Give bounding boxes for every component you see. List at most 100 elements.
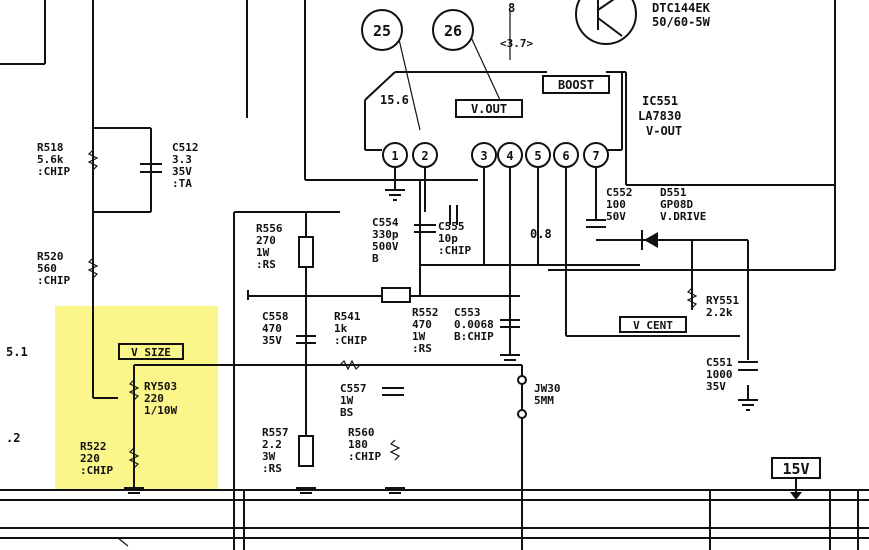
ic-tags: V.OUT BOOST 15.6 IC551 LA7830 V-OUT bbox=[380, 75, 682, 138]
r560-label-2: :CHIP bbox=[348, 450, 381, 463]
ic-part: LA7830 bbox=[638, 109, 681, 123]
r518-label-1: 5.6k bbox=[37, 153, 64, 166]
ic-pin-6-number: 6 bbox=[562, 149, 569, 163]
j030-label-0: JW30 bbox=[534, 382, 561, 395]
d551-label-2: V.DRIVE bbox=[660, 210, 706, 223]
r552-label-2: 1W bbox=[412, 330, 426, 343]
r520-label-1: 560 bbox=[37, 262, 57, 275]
ry551-label-1: 2.2k bbox=[706, 306, 733, 319]
r560-label-1: 180 bbox=[348, 438, 368, 451]
r520-label-2: :CHIP bbox=[37, 274, 70, 287]
c555-label-2: :CHIP bbox=[438, 244, 471, 257]
ic-pin-1-number: 1 bbox=[391, 149, 398, 163]
c551-label-1: 1000 bbox=[706, 368, 733, 381]
c554-label-3: B bbox=[372, 252, 379, 265]
ic-pin-1: 1 bbox=[382, 142, 408, 168]
c551-label-0: C551 bbox=[706, 356, 733, 369]
c553-label-0: C553 bbox=[454, 306, 481, 319]
c512-label-1: 3.3 bbox=[172, 153, 192, 166]
c555-label-1: 10p bbox=[438, 232, 458, 245]
top-notes: DTC144EK 50/60-5W 8 <3.7> bbox=[500, 1, 711, 50]
edge-label-1: 5.1 bbox=[6, 345, 28, 359]
top-frag-1: 8 bbox=[508, 1, 515, 15]
ic551-pins: 1 2 3 4 5 6 7 bbox=[382, 142, 609, 168]
ic-pin-4: 4 bbox=[497, 142, 523, 168]
r556-label-0: R556 bbox=[256, 222, 283, 235]
ry551-label-0: RY551 bbox=[706, 294, 739, 307]
r557-label-1: 2.2 bbox=[262, 438, 282, 451]
c552-label-0: C552 bbox=[606, 186, 633, 199]
ic-pin-3-number: 3 bbox=[480, 149, 487, 163]
c557-label-1: 1W bbox=[340, 394, 354, 407]
ic-voltage: 15.6 bbox=[380, 93, 409, 107]
edge-label-2: .2 bbox=[6, 431, 20, 445]
top-note-1: DTC144EK bbox=[652, 1, 711, 15]
callout-26: 26 bbox=[432, 9, 474, 51]
c553-label-1: 0.0068 bbox=[454, 318, 494, 331]
callout-25-text: 25 bbox=[373, 22, 391, 40]
c555-label-0: C555 bbox=[438, 220, 465, 233]
r556-label-1: 270 bbox=[256, 234, 276, 247]
ic-ref: IC551 bbox=[642, 94, 678, 108]
ic-pin-4-number: 4 bbox=[506, 149, 513, 163]
top-note-2: 50/60-5W bbox=[652, 15, 711, 29]
ic-pin-2-number: 2 bbox=[421, 149, 428, 163]
c512-label-0: C512 bbox=[172, 141, 199, 154]
r557-label-3: :RS bbox=[262, 462, 282, 475]
r520-label-0: R520 bbox=[37, 250, 64, 263]
r541-label-0: R541 bbox=[334, 310, 361, 323]
top-frag-2: <3.7> bbox=[500, 37, 533, 50]
ry503-label-1: 220 bbox=[144, 392, 164, 405]
j030-label-1: 5MM bbox=[534, 394, 554, 407]
signal-tags: V SIZE V CENT 15V 0.8 5.1 .2 bbox=[6, 227, 821, 479]
supply-tag: 15V bbox=[782, 460, 809, 478]
c558-label-2: 35V bbox=[262, 334, 282, 347]
c554-label-1: 330p bbox=[372, 228, 399, 241]
ic-pin-3: 3 bbox=[471, 142, 497, 168]
component-symbols bbox=[87, 149, 802, 500]
r557-label-2: 3W bbox=[262, 450, 276, 463]
c557-label-0: C557 bbox=[340, 382, 367, 395]
r552-label-0: R552 bbox=[412, 306, 439, 319]
c554-label-0: C554 bbox=[372, 216, 399, 229]
r522-label-2: :CHIP bbox=[80, 464, 113, 477]
c554-label-2: 500V bbox=[372, 240, 399, 253]
c558-label-1: 470 bbox=[262, 322, 282, 335]
r522-label-1: 220 bbox=[80, 452, 100, 465]
callout-26-text: 26 bbox=[444, 22, 462, 40]
ry503-label-2: 1/10W bbox=[144, 404, 177, 417]
c552-label-1: 100 bbox=[606, 198, 626, 211]
r518-label-2: :CHIP bbox=[37, 165, 70, 178]
r556-label-3: :RS bbox=[256, 258, 276, 271]
transistor-dtc144ek bbox=[575, 0, 637, 45]
c552-label-2: 50V bbox=[606, 210, 626, 223]
c551-label-2: 35V bbox=[706, 380, 726, 393]
ic-pin-5: 5 bbox=[525, 142, 551, 168]
d551-label-1: GP08D bbox=[660, 198, 693, 211]
voltage-08: 0.8 bbox=[530, 227, 552, 241]
ic-pin-7: 7 bbox=[583, 142, 609, 168]
c557-label-2: BS bbox=[340, 406, 353, 419]
vsize-tag: V SIZE bbox=[131, 346, 171, 359]
r518-label-0: R518 bbox=[37, 141, 64, 154]
r541-label-1: 1k bbox=[334, 322, 348, 335]
r556-label-2: 1W bbox=[256, 246, 270, 259]
c512-label-2: 35V bbox=[172, 165, 192, 178]
r552-label-3: :RS bbox=[412, 342, 432, 355]
ic-pin-5-number: 5 bbox=[534, 149, 541, 163]
ic-pin-7-number: 7 bbox=[592, 149, 599, 163]
c553-label-2: B:CHIP bbox=[454, 330, 494, 343]
ic-pin-2: 2 bbox=[412, 142, 438, 168]
c558-label-0: C558 bbox=[262, 310, 289, 323]
c512-label-3: :TA bbox=[172, 177, 192, 190]
r557-label-0: R557 bbox=[262, 426, 289, 439]
r560-label-0: R560 bbox=[348, 426, 375, 439]
ic-pin-6: 6 bbox=[553, 142, 579, 168]
vcent-tag: V CENT bbox=[633, 319, 673, 332]
callout-25: 25 bbox=[361, 9, 403, 51]
r541-label-2: :CHIP bbox=[334, 334, 367, 347]
r522-label-0: R522 bbox=[80, 440, 107, 453]
ic-func: V-OUT bbox=[646, 124, 682, 138]
